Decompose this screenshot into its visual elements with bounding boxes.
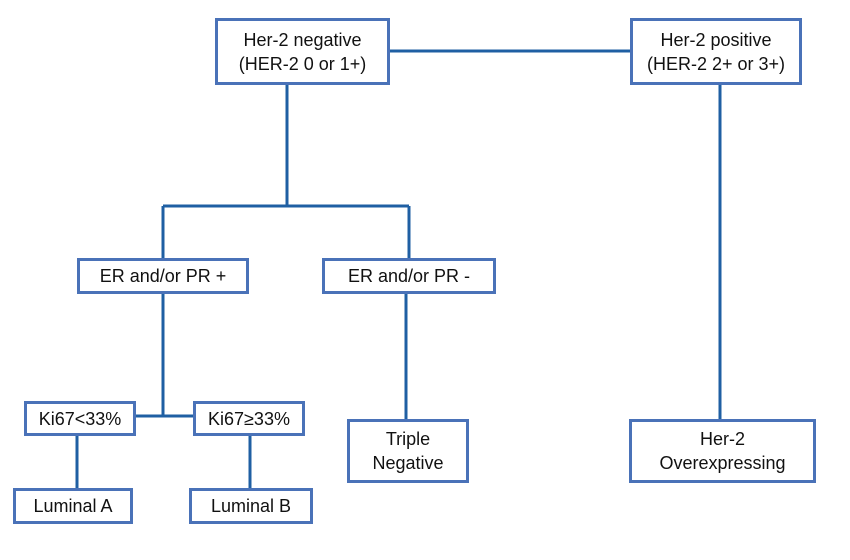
triple-negative-box: Triple Negative bbox=[347, 419, 469, 483]
er-pr-negative-box: ER and/or PR - bbox=[322, 258, 496, 294]
her2-negative-box: Her-2 negative (HER-2 0 or 1+) bbox=[215, 18, 390, 85]
her2-positive-box: Her-2 positive (HER-2 2+ or 3+) bbox=[630, 18, 802, 85]
er-pr-positive-box: ER and/or PR + bbox=[77, 258, 249, 294]
ki67-high-box: Ki67≥33% bbox=[193, 401, 305, 436]
her2-overexpressing-box: Her-2 Overexpressing bbox=[629, 419, 816, 483]
luminal-a-box: Luminal A bbox=[13, 488, 133, 524]
ki67-low-box: Ki67<33% bbox=[24, 401, 136, 436]
luminal-b-box: Luminal B bbox=[189, 488, 313, 524]
